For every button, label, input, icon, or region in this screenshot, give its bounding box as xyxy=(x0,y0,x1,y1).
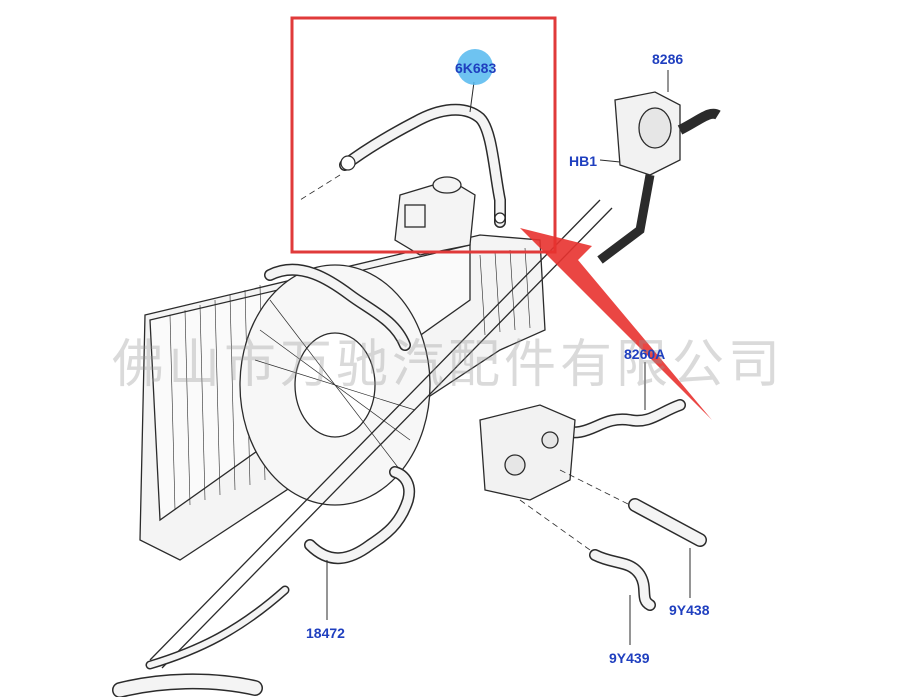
hose-9y438-icon xyxy=(559,469,707,598)
pipe-8260a-icon xyxy=(554,362,686,439)
pump-assembly-icon xyxy=(479,404,576,501)
highlight-box xyxy=(290,16,557,254)
pointer-arrow-icon xyxy=(520,228,712,420)
thermostat-housing-8286-icon xyxy=(597,70,721,264)
part-label-9y438: 9Y438 xyxy=(669,602,710,618)
part-label-18472: 18472 xyxy=(306,625,345,641)
part-label-8286: 8286 xyxy=(652,51,684,67)
fan-icon xyxy=(239,264,431,506)
expansion-tank-icon xyxy=(394,176,476,256)
hose-6k683-icon xyxy=(299,81,506,228)
hose-9y439-icon xyxy=(519,499,656,645)
watermark-text: 佛山市万驰汽配件有限公司 xyxy=(112,335,785,395)
long-pipe-icon xyxy=(149,199,613,669)
hose-18472-icon xyxy=(304,466,416,620)
highlight-dot xyxy=(457,49,493,85)
part-label-9y439: 9Y439 xyxy=(609,650,650,666)
part-label-8260a: 8260A xyxy=(624,346,666,362)
part-label-6k683: 6K683 xyxy=(455,60,497,76)
lower-pipe-icon xyxy=(112,585,290,697)
part-label-hb1: HB1 xyxy=(569,153,598,169)
